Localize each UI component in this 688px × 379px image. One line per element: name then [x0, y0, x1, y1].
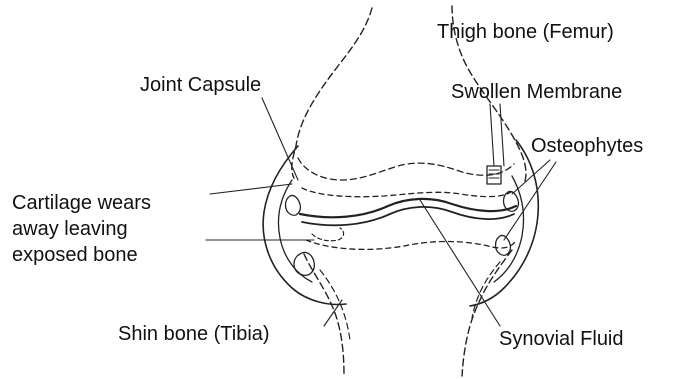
label-cartilage: Cartilage wears away leaving exposed bon…	[12, 190, 151, 268]
label-swollen-membrane: Swollen Membrane	[451, 80, 622, 104]
tibia-outline-left	[304, 254, 344, 376]
label-femur: Thigh bone (Femur)	[437, 20, 614, 44]
leader-line-joint-capsule	[262, 98, 298, 180]
label-tibia: Shin bone (Tibia)	[118, 322, 270, 346]
femur-outline-left	[292, 8, 372, 178]
label-joint-capsule: Joint Capsule	[140, 73, 261, 97]
leader-line-swollen-membrane	[490, 104, 494, 166]
joint-capsule-left-inner	[279, 180, 313, 282]
swollen-membrane-hatch	[489, 170, 499, 178]
label-synovial-fluid: Synovial Fluid	[499, 327, 624, 351]
exposed-bone-patch	[312, 228, 344, 241]
label-osteophytes: Osteophytes	[531, 134, 643, 158]
osteophyte-right-lower	[496, 235, 511, 255]
femur-cartilage-upper	[302, 188, 514, 197]
leader-line-osteophytes-2	[504, 162, 556, 240]
femur-condyle-outline	[298, 158, 514, 180]
leader-line-cartilage-upper	[210, 184, 292, 194]
tibia-cartilage	[306, 240, 516, 249]
osteophyte-left-upper	[286, 195, 301, 215]
leader-line-swollen-membrane-2	[500, 104, 504, 166]
tibia-outline-right	[462, 250, 512, 376]
